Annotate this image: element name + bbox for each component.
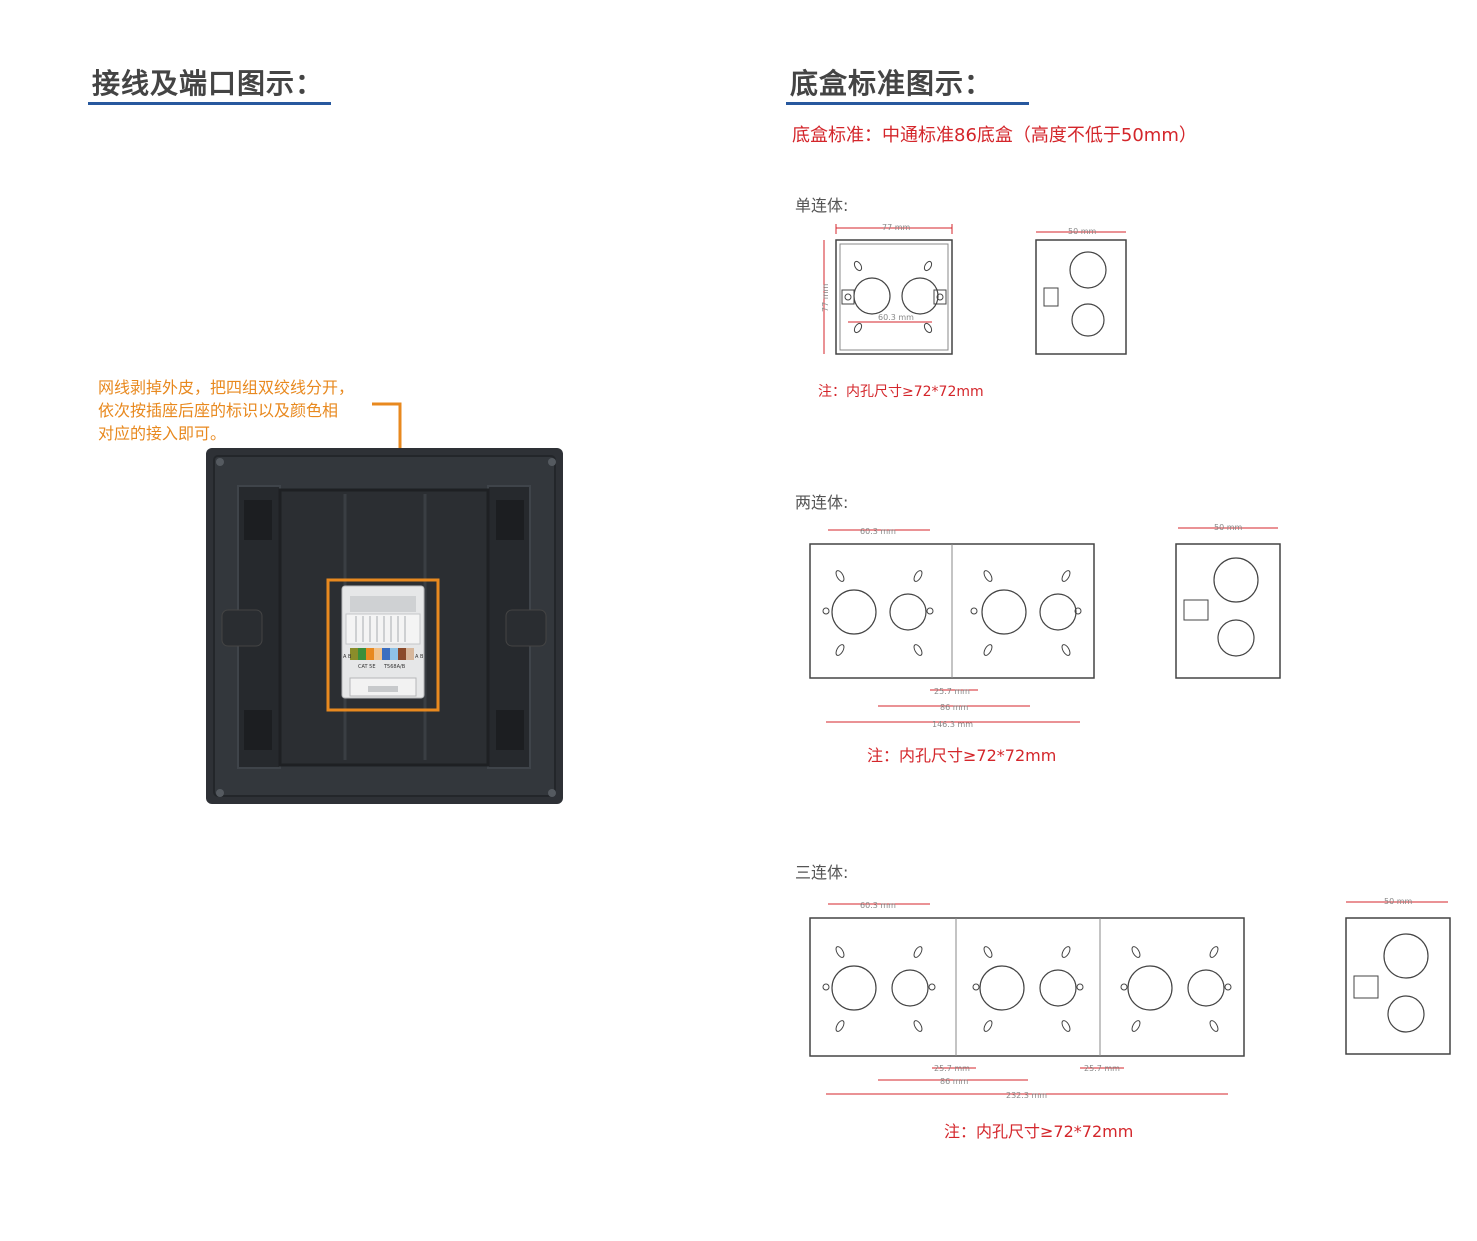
wiring-instructions: 网线剥掉外皮，把四组双绞线分开， 依次按插座后座的标识以及颜色相 对应的接入即可… [98, 376, 354, 445]
wiring-title-underline [88, 102, 331, 105]
wiring-title: 接线及端口图示： [92, 67, 325, 100]
triple-total-dim: 232.3 mm [1006, 1091, 1047, 1100]
single-gang-note: 注：内孔尺寸≥72*72mm [818, 384, 984, 400]
double-gap-dim: 25.7 mm [934, 687, 970, 696]
double-gang-note: 注：内孔尺寸≥72*72mm [867, 746, 1057, 765]
triple-gap2-dim: 25.7 mm [1084, 1064, 1120, 1073]
single-width-dim: 77 mm [882, 223, 911, 232]
single-gang-label: 单连体: [795, 196, 849, 215]
module-side-left-label: A B [343, 654, 352, 660]
double-spacing-dim: 60.3 mm [860, 527, 896, 536]
triple-gang-label: 三连体: [795, 863, 849, 882]
triple-gang-side-drawing: 50 mm [1345, 897, 1451, 1055]
callout-line-2: 依次按插座后座的标识以及颜色相 [98, 401, 339, 420]
double-pitch-dim: 86 mm [940, 703, 969, 712]
callout-line-3: 对应的接入即可。 [98, 424, 227, 443]
single-spacing-dim: 60.3 mm [878, 313, 914, 322]
triple-depth-dim: 50 mm [1384, 897, 1413, 906]
keystone-module: A B A B CAT 5E T568A/B [341, 585, 425, 699]
triple-gap1-dim: 25.7 mm [934, 1064, 970, 1073]
single-gang-front-drawing: 77 mm 77 mm 60.3 mm [821, 223, 953, 355]
triple-gang-front-drawing: 60.3 mm 25.7 mm 25.7 mm 86 mm 232.3 mm [809, 901, 1245, 1100]
double-gang-side-drawing: 50 mm [1175, 523, 1281, 679]
double-gang-label: 两连体: [795, 493, 849, 512]
single-depth-dim: 50 mm [1068, 227, 1097, 236]
triple-pitch-dim: 86 mm [940, 1077, 969, 1086]
backbox-title-underline [786, 102, 1029, 105]
callout-line-1: 网线剥掉外皮，把四组双绞线分开， [98, 378, 355, 397]
double-gang-front-drawing: 60.3 mm 25.7 mm 86 mm 146.3 mm [809, 527, 1095, 729]
module-cat-label: CAT 5E [358, 664, 376, 670]
double-depth-dim: 50 mm [1214, 523, 1243, 532]
triple-spacing-dim: 60.3 mm [860, 901, 896, 910]
triple-gang-note: 注：内孔尺寸≥72*72mm [944, 1122, 1134, 1141]
module-standard-label: T568A/B [383, 664, 406, 670]
module-highlight-frame [326, 578, 440, 712]
single-height-dim: 77 mm [821, 283, 830, 312]
module-side-right-label: A B [415, 654, 424, 660]
backbox-standard-note: 底盒标准：中通标准86底盒（高度不低于50mm） [792, 125, 1197, 146]
backbox-title: 底盒标准图示： [790, 67, 994, 100]
single-gang-side-drawing: 50 mm [1035, 227, 1127, 355]
double-total-dim: 146.3 mm [932, 720, 973, 729]
socket-panel-photo: A B A B CAT 5E T568A/B [206, 402, 563, 804]
